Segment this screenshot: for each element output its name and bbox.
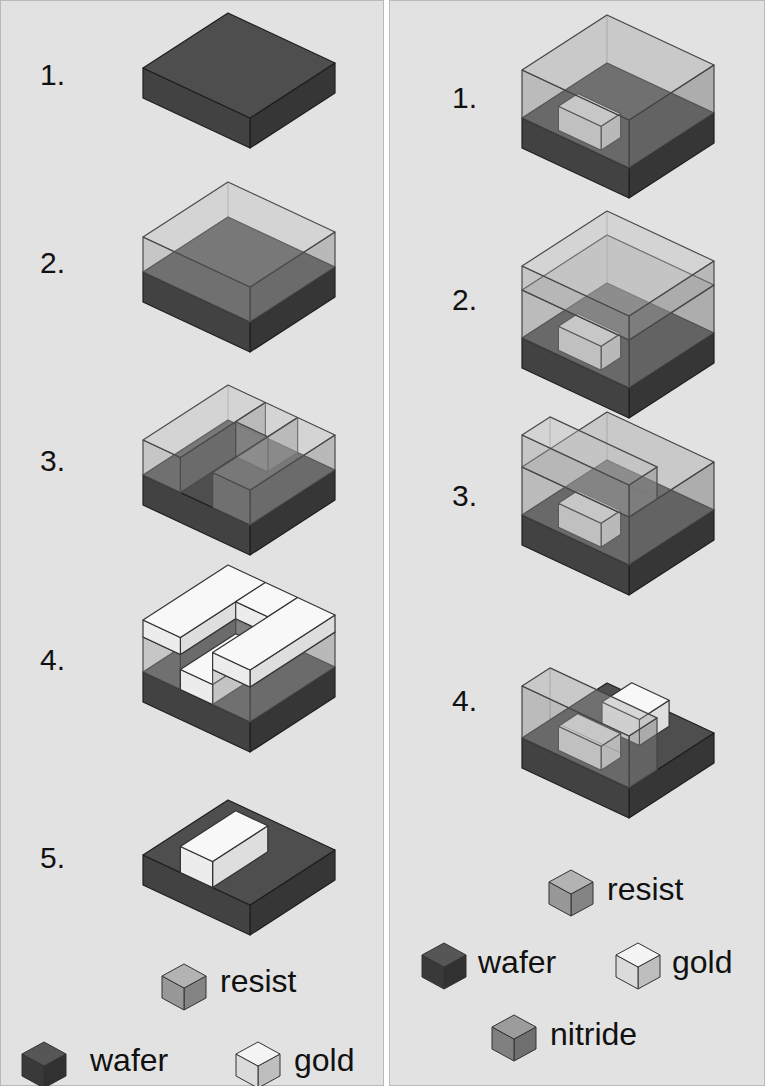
legend-cube-top-face (22, 1042, 66, 1066)
legend-cube (158, 962, 210, 1012)
left-step-4 (143, 565, 335, 752)
legend-text: nitride (550, 1015, 637, 1053)
nitride-block-top-face (522, 668, 657, 736)
step-number: 2. (452, 282, 477, 318)
wafer-block-top-face (143, 800, 335, 905)
legend-cube (18, 1040, 70, 1086)
legend-cube (232, 1040, 284, 1086)
step-number: 1. (40, 57, 65, 93)
legend-cube-top-face (236, 1042, 280, 1066)
legend-cube (545, 868, 597, 918)
right-step-4 (522, 668, 714, 818)
left-panel (0, 0, 384, 1086)
legend-text: wafer (90, 1041, 168, 1079)
legend-cube (418, 941, 470, 991)
step-number: 4. (452, 683, 477, 719)
wafer-block-top-face (143, 13, 335, 118)
left-step-1 (143, 13, 335, 148)
resist-block-top-face (213, 418, 335, 491)
resist-block-top-face (522, 417, 657, 485)
legend-cube-top-face (492, 1015, 536, 1039)
gold-block-top-face (180, 811, 267, 862)
right-step-1 (522, 15, 714, 198)
resist-block-top-face (143, 182, 335, 287)
nitride-block-top-face (522, 15, 714, 120)
legend-cube-top-face (162, 964, 206, 988)
right-step-2 (522, 211, 714, 418)
step-number: 4. (40, 642, 65, 678)
left-step-5 (143, 800, 335, 935)
legend-cube-top-face (549, 870, 593, 894)
legend-text: resist (220, 962, 296, 1000)
legend-cube-top-face (422, 943, 466, 967)
legend-text: gold (294, 1041, 355, 1079)
legend-text: gold (672, 943, 733, 981)
left-step-3 (143, 385, 335, 555)
right-step-3 (522, 412, 714, 595)
step-number: 3. (452, 478, 477, 514)
legend-cube (488, 1013, 540, 1063)
resist-block-top-face (522, 211, 714, 316)
step-number: 2. (40, 245, 65, 281)
legend-cube-top-face (616, 943, 660, 967)
step-number: 1. (452, 80, 477, 116)
legend-cube (612, 941, 664, 991)
legend-text: wafer (478, 943, 556, 981)
step-number: 3. (40, 443, 65, 479)
legend-text: resist (607, 870, 683, 908)
nitride-block-top-face (522, 412, 714, 517)
gold-block-top-face (213, 598, 335, 671)
left-step-2 (143, 182, 335, 352)
step-number: 5. (40, 840, 65, 876)
